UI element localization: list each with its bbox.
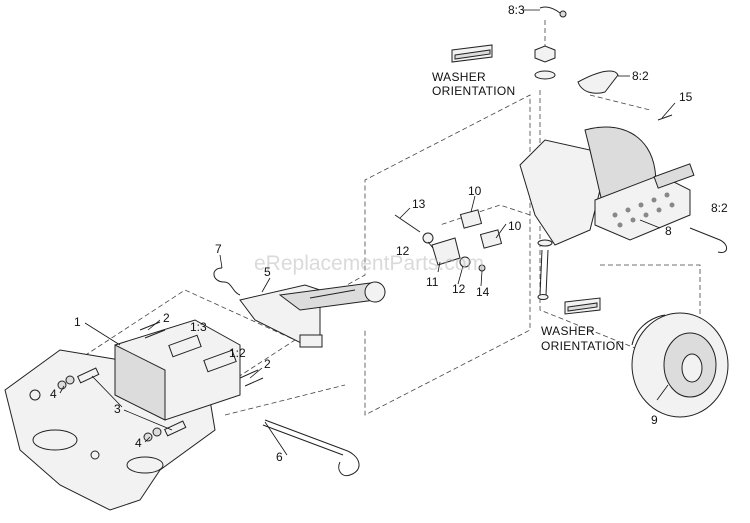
callout-2a: 2 [163, 311, 170, 325]
caster-fork [519, 126, 727, 254]
wheel-tire [631, 312, 729, 418]
washer-note-bottom-line1: WASHER [541, 324, 595, 338]
callout-6: 6 [276, 450, 283, 464]
callout-4b: 4 [135, 436, 142, 450]
callout-10b: 10 [508, 219, 522, 233]
mounting-bracket [114, 319, 241, 421]
hitch-rod [262, 419, 360, 477]
callout-7: 7 [215, 242, 222, 256]
washer-note-top-line2: ORIENTATION [432, 84, 516, 98]
callout-4a: 4 [50, 387, 57, 401]
watermark-text: eReplacementParts.com [254, 252, 484, 275]
callout-8-2a: 8:2 [632, 69, 649, 83]
decals [577, 70, 695, 189]
hitch-arm [239, 281, 386, 348]
washer-note-bottom-line2: ORIENTATION [541, 339, 625, 353]
callout-2b: 2 [264, 357, 271, 371]
callout-15: 15 [679, 90, 693, 104]
callout-8-3: 8:3 [508, 3, 525, 17]
washer-orientation-icons [451, 44, 601, 315]
callout-9: 9 [651, 413, 658, 427]
pivot-hardware [394, 209, 503, 272]
callout-12b: 12 [452, 282, 466, 296]
retaining-clip [539, 6, 567, 18]
callout-8-2b: 8:2 [711, 201, 728, 215]
callout-8: 8 [665, 224, 672, 238]
spring-pin [213, 267, 241, 296]
callout-1-3: 1:3 [190, 320, 207, 334]
studs [139, 321, 264, 387]
callout-10a: 10 [468, 184, 482, 198]
callout-11: 11 [426, 275, 439, 289]
callout-1: 1 [74, 315, 81, 329]
washer-note-top-line1: WASHER [432, 70, 486, 84]
callout-1-2: 1:2 [229, 346, 246, 360]
washer-orientation-notes: WASHER ORIENTATION WASHER ORIENTATION [432, 70, 625, 353]
callout-13: 13 [412, 197, 426, 211]
callout-3: 3 [114, 402, 121, 416]
spacer-plates [77, 367, 187, 437]
callout-labels: 1 1:3 1:2 2 2 3 4 4 5 6 7 8 8:2 8:2 8:3 … [50, 3, 728, 464]
caster-bolt [537, 239, 553, 300]
leader-lines [59, 9, 676, 456]
pin-15 [657, 114, 673, 121]
callout-12a: 12 [396, 244, 410, 258]
callout-5: 5 [264, 265, 271, 279]
axle-nut-and-washer [534, 45, 556, 80]
callout-14: 14 [476, 285, 490, 299]
